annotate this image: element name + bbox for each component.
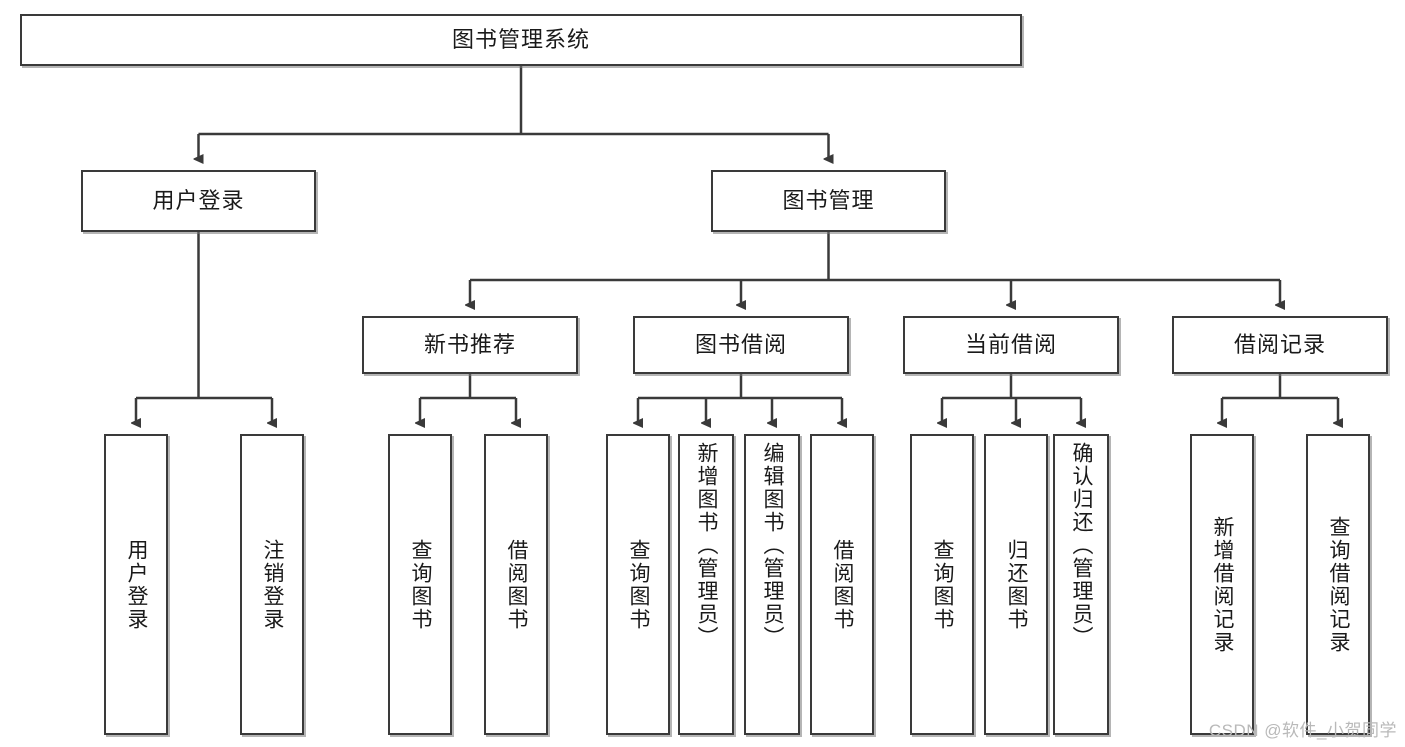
node-label: 确认归还（管理员） [1070,442,1094,649]
node-leaf-borrow-book-b[interactable]: 借阅图书 [810,434,874,735]
node-leaf-confirm-ret[interactable]: 确认归还（管理员） [1053,434,1109,735]
node-leaf-add-book[interactable]: 新增图书（管理员） [678,434,734,735]
node-leaf-return-book[interactable]: 归还图书 [984,434,1048,735]
node-label: 图书管理系统 [451,26,590,52]
node-l3-book-borrow[interactable]: 图书借阅 [633,316,849,374]
node-leaf-query-book-a[interactable]: 查询图书 [388,434,452,735]
node-leaf-logout[interactable]: 注销登录 [240,434,304,735]
node-label: 当前借阅 [964,331,1057,357]
node-label: 查询图书 [409,538,433,631]
node-label: 查询图书 [931,538,955,631]
node-label: 图书借阅 [694,331,787,357]
node-leaf-query-book-c[interactable]: 查询图书 [910,434,974,735]
node-leaf-query-record[interactable]: 查询借阅记录 [1306,434,1370,735]
node-label: 查询借阅记录 [1327,515,1351,654]
node-l3-borrow-record[interactable]: 借阅记录 [1172,316,1388,374]
node-l3-current-borrow[interactable]: 当前借阅 [903,316,1119,374]
node-label: 编辑图书（管理员） [761,442,785,649]
node-leaf-user-login[interactable]: 用户登录 [104,434,168,735]
node-leaf-add-record[interactable]: 新增借阅记录 [1190,434,1254,735]
node-label: 用户登录 [152,187,245,213]
node-leaf-query-book-b[interactable]: 查询图书 [606,434,670,735]
node-label: 借阅图书 [831,538,855,631]
node-label: 归还图书 [1005,538,1029,631]
node-l3-new-book-rec[interactable]: 新书推荐 [362,316,578,374]
node-label: 用户登录 [125,538,149,631]
watermark-label: CSDN @软件_小贺同学 [1208,721,1397,740]
node-label: 借阅图书 [505,538,529,631]
node-l2-user-login[interactable]: 用户登录 [81,170,316,232]
node-label: 新增借阅记录 [1211,515,1235,654]
node-label: 借阅记录 [1233,331,1326,357]
node-label: 查询图书 [627,538,651,631]
node-l2-book-manage[interactable]: 图书管理 [711,170,946,232]
node-leaf-edit-book[interactable]: 编辑图书（管理员） [744,434,800,735]
node-label: 图书管理 [782,187,875,213]
node-leaf-borrow-book-a[interactable]: 借阅图书 [484,434,548,735]
node-root[interactable]: 图书管理系统 [20,14,1022,66]
node-label: 新书推荐 [423,331,516,357]
node-label: 新增图书（管理员） [695,442,719,649]
node-label: 注销登录 [261,538,285,631]
